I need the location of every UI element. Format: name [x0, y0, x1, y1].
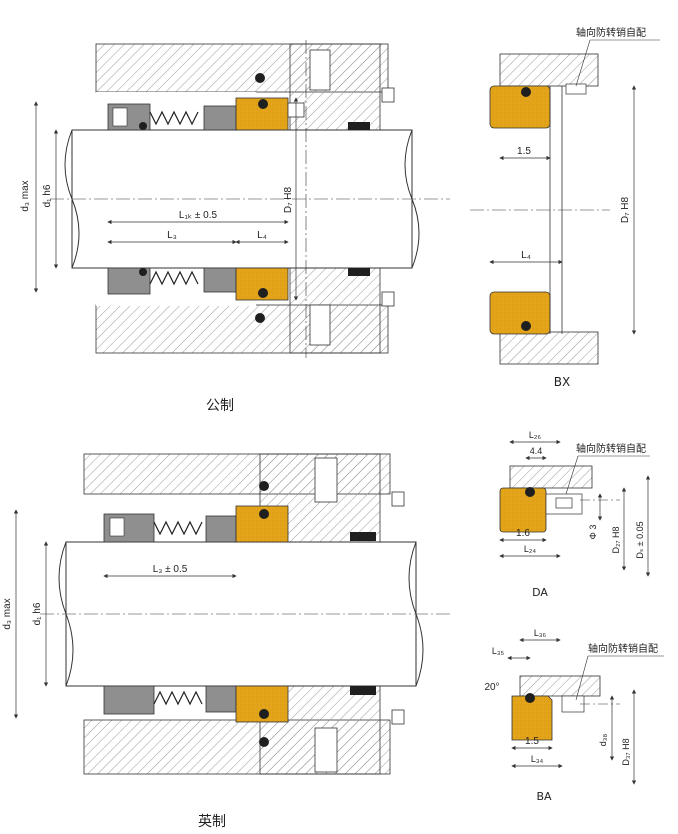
bx-d7: D₇ H8 [620, 196, 631, 223]
da-ds: Dₛ ± 0.05 [635, 521, 645, 558]
bolt-icon [381, 291, 395, 307]
da-seal [499, 487, 547, 533]
bx-l4: L₄ [521, 250, 531, 261]
ba-d37: D₃₇ H8 [621, 738, 631, 765]
da-dim-44: 4.4 [530, 446, 543, 456]
ba-l35: L₃₅ [492, 646, 505, 656]
d1-label: d₁ h6 [42, 184, 53, 207]
bx-dim-15: 1.5 [517, 146, 531, 157]
da-d27: D₂₇ H8 [611, 526, 621, 553]
metric-assembly: d₃ max d₁ h6 L₁ₖ ± 0.5 L₃ L₄ D₇ H8 公制 [20, 40, 450, 414]
ba-caption: BA [536, 790, 552, 803]
metric-caption: 公制 [206, 398, 234, 414]
l3-label: L₃ [167, 230, 177, 241]
bx-seal-upper [489, 85, 551, 129]
da-pin-note: 轴向防转销自配 [576, 442, 646, 455]
ba-dim-15: 1.5 [525, 736, 539, 747]
spring-lower [149, 270, 199, 286]
l1k-label: L₁ₖ ± 0.5 [179, 210, 218, 221]
imperial-assembly: d₃ max d₁ h6 L₃ ± 0.5 英制 [2, 453, 450, 830]
imp-l3-label: L₃ ± 0.5 [153, 564, 188, 575]
ba-l34: L₃₄ [531, 754, 544, 764]
ba-l36: L₃₆ [534, 628, 547, 638]
gland-lower [289, 267, 381, 354]
l4-label: L₄ [257, 230, 267, 241]
d7-label: D₇ H8 [283, 186, 294, 213]
ba-detail: 轴向防转销自配 L₃₆ L₃₅ 20° 1.5 L₃₄ d₃₈ D₃₇ H8 B… [484, 628, 664, 803]
bx-detail: 轴向防转销自配 1.5 L₄ D₇ H8 BX [470, 26, 660, 389]
bolt-icon [381, 87, 395, 103]
da-l24: L₂₄ [524, 544, 536, 554]
imp-d3-label: d₃ max [2, 598, 13, 629]
spring-upper [149, 110, 199, 126]
bx-caption: BX [554, 375, 570, 389]
ba-seal [511, 695, 553, 741]
da-detail: 轴向防转销自配 L₂₆ 4.4 1.6 L₂₄ Φ 3 D₂₇ H8 Dₛ ± … [499, 430, 651, 599]
d3-label: d₃ max [20, 180, 31, 211]
bx-seal-lower [489, 291, 551, 335]
ba-angle: 20° [484, 682, 499, 693]
da-dim-16: 1.6 [516, 528, 530, 539]
imperial-caption: 英制 [198, 813, 226, 830]
gland-upper [289, 43, 381, 131]
da-caption: DA [532, 586, 548, 599]
da-phi3: Φ 3 [588, 525, 598, 540]
ba-pin-note: 轴向防转销自配 [588, 642, 658, 655]
bx-pin-note: 轴向防转销自配 [576, 26, 646, 39]
ba-d38: d₃₈ [598, 734, 608, 747]
imp-d1-label: d₁ h6 [32, 602, 43, 625]
da-l26: L₂₆ [529, 430, 541, 440]
